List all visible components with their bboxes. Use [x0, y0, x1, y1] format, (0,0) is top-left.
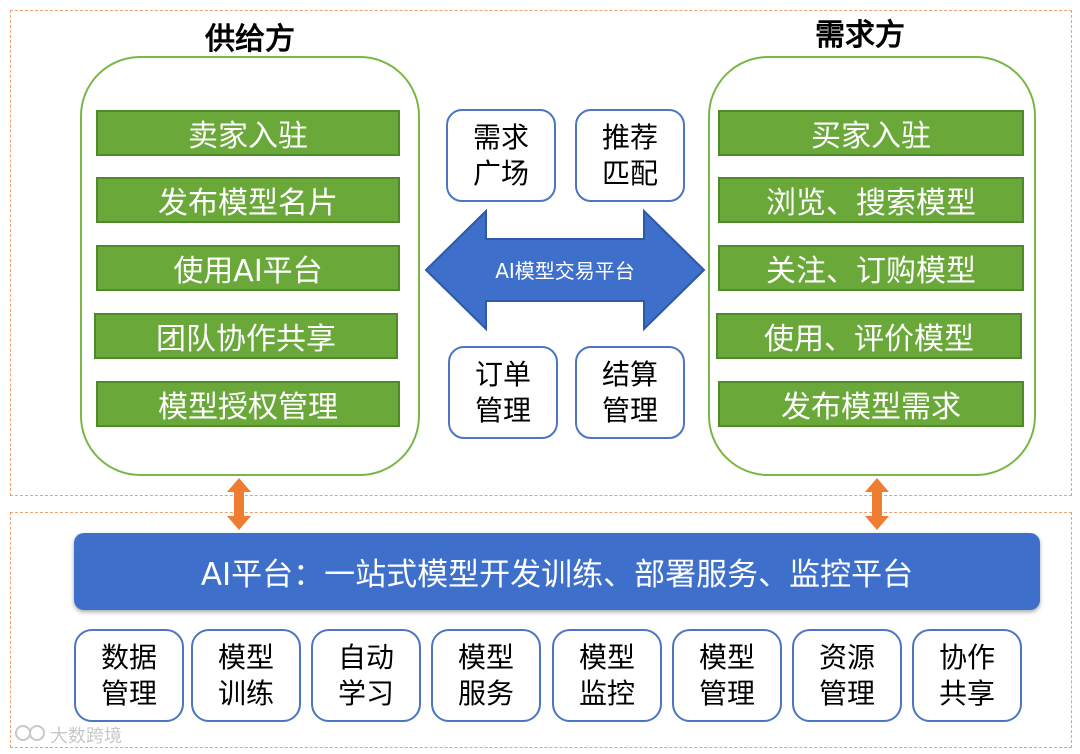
order-management-line2: 管理	[474, 393, 531, 427]
module-line1: 自动	[337, 640, 394, 674]
module-line2: 监控	[578, 676, 635, 710]
module-line2: 学习	[337, 676, 394, 710]
recommend-match-line2: 匹配	[601, 156, 658, 190]
demand-item-browse-search: 浏览、搜索模型	[718, 177, 1024, 223]
module-line2: 服务	[457, 676, 514, 710]
module-model-service: 模型 服务	[431, 629, 541, 722]
watermark-logo-icon	[15, 725, 45, 741]
module-line1: 资源	[818, 640, 875, 674]
module-line1: 模型	[578, 640, 635, 674]
module-line1: 模型	[698, 640, 755, 674]
module-line2: 管理	[818, 676, 875, 710]
supply-item-model-license: 模型授权管理	[96, 381, 400, 427]
supply-item-seller-onboarding: 卖家入驻	[96, 110, 400, 156]
module-model-training: 模型 训练	[191, 629, 301, 722]
module-line2: 管理	[698, 676, 755, 710]
recommend-match-line1: 推荐	[601, 120, 658, 154]
supply-item-team-collaboration: 团队协作共享	[94, 313, 398, 359]
module-collaboration-sharing: 协作 共享	[912, 629, 1022, 722]
module-line2: 训练	[217, 676, 274, 710]
module-data-management: 数据 管理	[74, 629, 184, 722]
module-resource-management: 资源 管理	[792, 629, 902, 722]
recommend-match-box: 推荐 匹配	[575, 109, 685, 202]
lower-region	[10, 512, 1072, 748]
module-model-monitoring: 模型 监控	[552, 629, 662, 722]
upper-region	[10, 10, 1072, 496]
supply-item-publish-model-card: 发布模型名片	[96, 177, 400, 223]
double-arrow-icon	[424, 208, 706, 332]
demand-square-line2: 广场	[472, 156, 529, 190]
supply-title: 供给方	[205, 22, 295, 57]
settlement-management-box: 结算 管理	[575, 346, 685, 439]
module-line2: 共享	[938, 676, 995, 710]
demand-item-follow-order: 关注、订购模型	[718, 245, 1024, 291]
demand-item-use-review: 使用、评价模型	[716, 313, 1022, 359]
settlement-management-line2: 管理	[601, 393, 658, 427]
module-line1: 协作	[938, 640, 995, 674]
left-connector-arrow-icon	[227, 478, 251, 530]
demand-item-buyer-onboarding: 买家入驻	[718, 110, 1024, 156]
demand-item-publish-demand: 发布模型需求	[718, 381, 1024, 427]
module-line1: 数据	[100, 640, 157, 674]
demand-square-line1: 需求	[472, 120, 529, 154]
watermark-text: 大数跨境	[50, 726, 122, 747]
order-management-box: 订单 管理	[448, 346, 558, 439]
settlement-management-line1: 结算	[601, 357, 658, 391]
right-connector-arrow-icon	[865, 478, 889, 530]
order-management-line1: 订单	[474, 357, 531, 391]
ai-platform-bar: AI平台：一站式模型开发训练、部署服务、监控平台	[74, 533, 1040, 610]
supply-item-use-ai-platform: 使用AI平台	[96, 245, 400, 291]
module-line1: 模型	[457, 640, 514, 674]
demand-title: 需求方	[815, 18, 905, 53]
trading-platform-label: AI模型交易平台	[495, 259, 635, 283]
module-auto-learning: 自动 学习	[311, 629, 421, 722]
module-model-management: 模型 管理	[672, 629, 782, 722]
demand-square-box: 需求 广场	[446, 109, 556, 202]
module-line1: 模型	[217, 640, 274, 674]
module-line2: 管理	[100, 676, 157, 710]
